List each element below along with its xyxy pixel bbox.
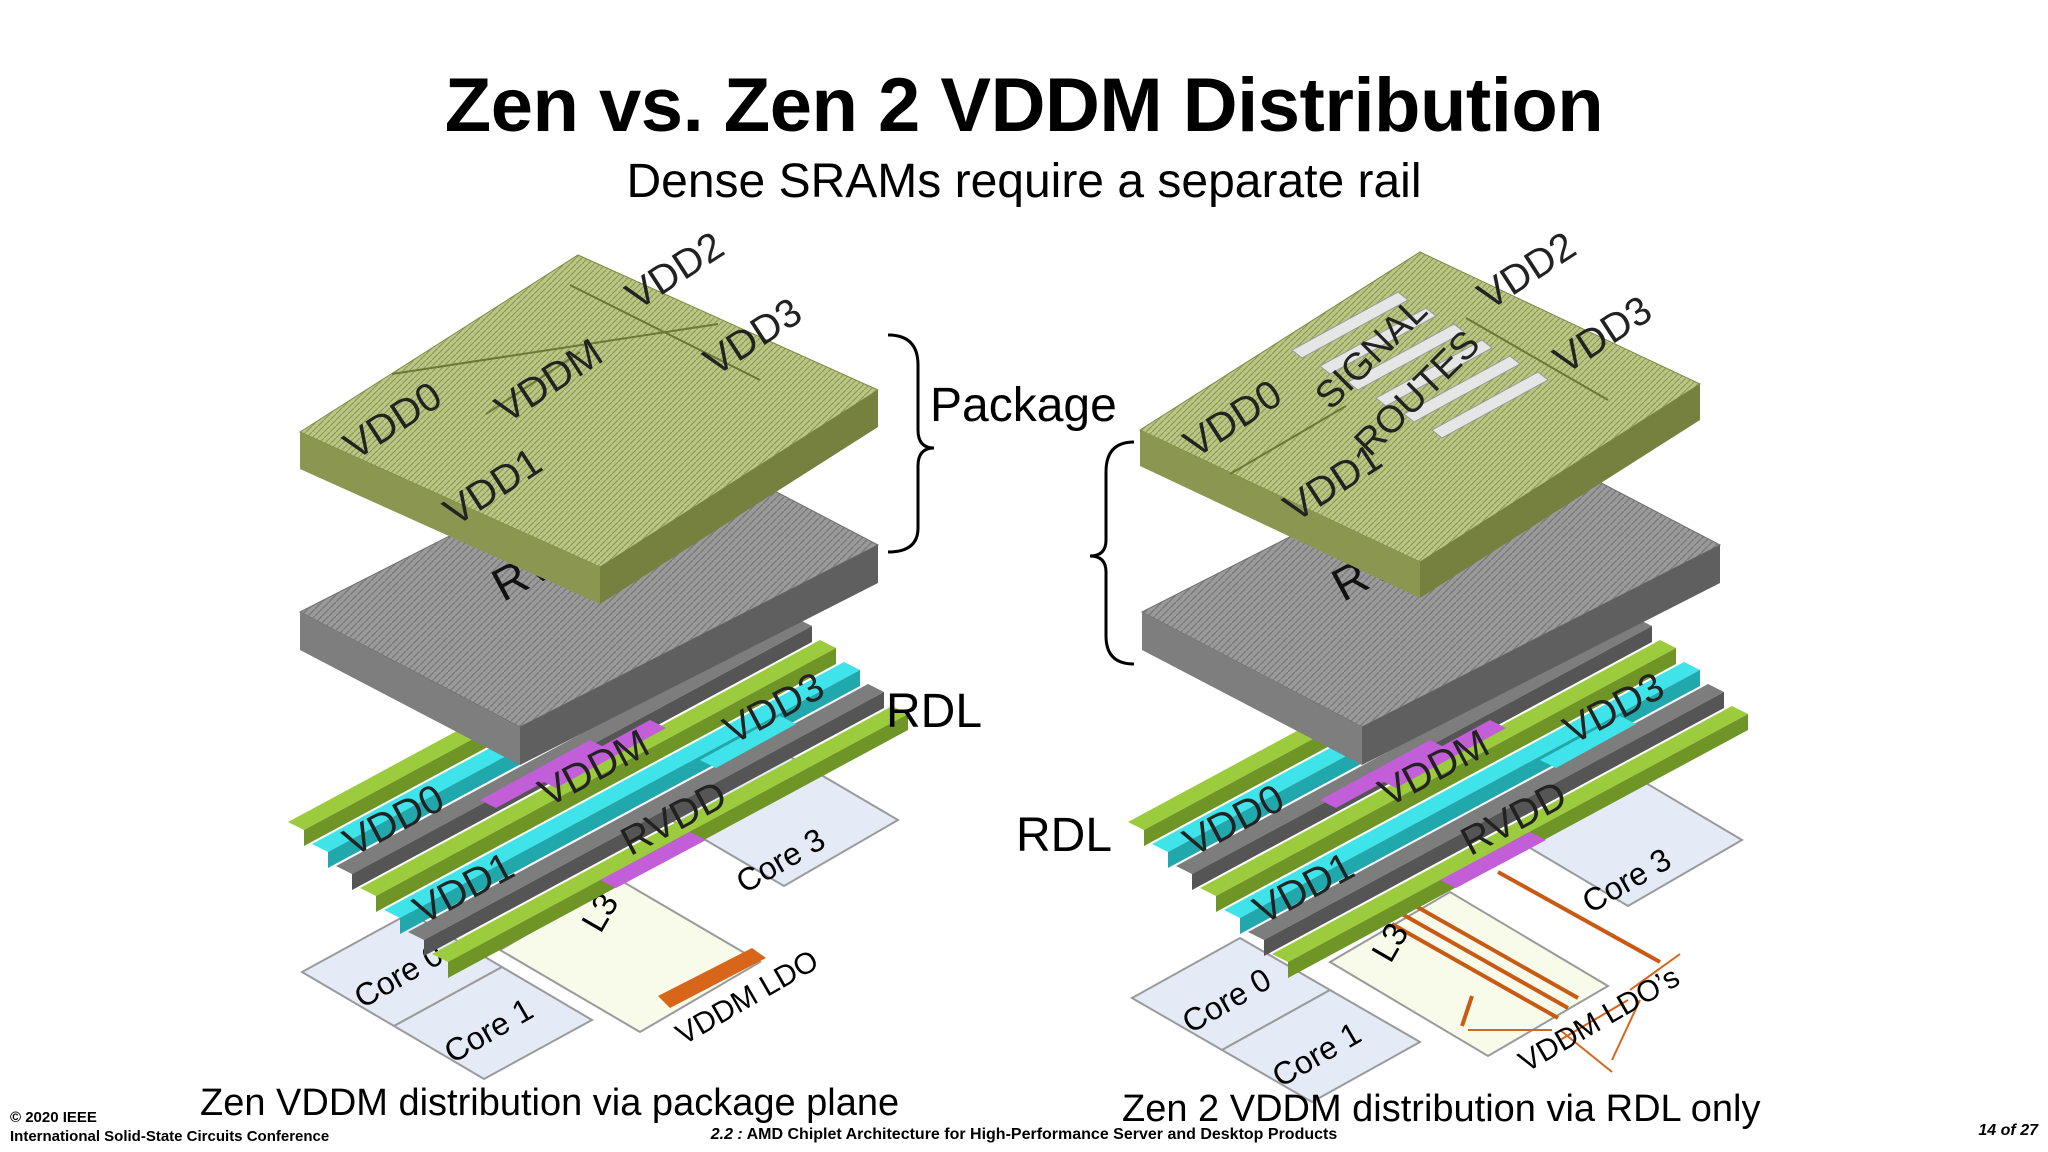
- left-rdl-label: RDL: [886, 685, 983, 738]
- left-vddm-ldo: [658, 948, 766, 1008]
- left-package-plane: VDD0 VDD1 VDDM VDD2 VDD3: [298, 224, 880, 604]
- footer-session: 2.2 :: [710, 1126, 743, 1143]
- right-caption: Zen 2 VDDM distribution via RDL only: [1122, 1088, 1761, 1130]
- right-rdl-label: RDL: [1016, 809, 1113, 862]
- right-package-brace: [1089, 440, 1135, 666]
- right-die: Core 0 Core 1 L3 Core 3 VDDM LDO’s: [1129, 768, 1744, 1104]
- right-rdl-layer: VDD0 VDDM VDD3 VDD1 RVDD: [1128, 574, 1748, 978]
- footer-left: © 2020 IEEE International Solid-State Ci…: [10, 1108, 329, 1146]
- left-diagram: Core 0 Core 1 L3 Core 3 VDDM LDO: [288, 224, 935, 1081]
- slide-title: Zen vs. Zen 2 VDDM Distribution: [444, 63, 1604, 148]
- left-core1-block: [391, 965, 595, 1081]
- right-signal-route-stripes: [1291, 291, 1549, 439]
- right-l3-block: [1328, 890, 1610, 1058]
- right-package-plane: VDD0 VDD1 SIGNAL ROUTES VDD2 VDD3: [1138, 224, 1702, 598]
- right-vddm-ldo-lines: [1391, 870, 1661, 1027]
- slide-subtitle: Dense SRAMs require a separate rail: [626, 155, 1422, 208]
- footer-copyright: © 2020 IEEE: [10, 1109, 97, 1126]
- left-caption: Zen VDDM distribution via package plane: [200, 1082, 900, 1124]
- right-diagram: Core 0 Core 1 L3 Core 3 VDDM LDO’s: [1089, 224, 1748, 1104]
- right-core1-block: [1219, 988, 1423, 1104]
- footer-page-number: 14 of 27: [1978, 1122, 2038, 1139]
- right-ldo-leaders: [1468, 953, 1681, 1073]
- footer-paper-title: AMD Chiplet Architecture for High-Perfor…: [746, 1126, 1338, 1143]
- footer-conference: International Solid-State Circuits Confe…: [10, 1128, 330, 1145]
- footer-center: 2.2 : AMD Chiplet Architecture for High-…: [0, 1126, 2048, 1144]
- left-package-brace: [887, 333, 935, 554]
- left-package-label: Package: [930, 379, 1117, 432]
